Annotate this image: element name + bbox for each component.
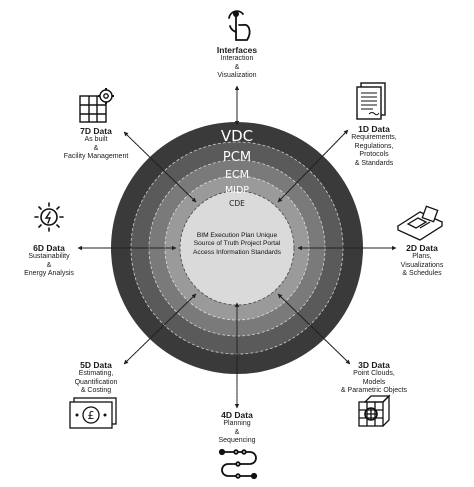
cube-icon [358,394,391,427]
node-line: & [93,144,99,152]
node-3d: 3D Data Point Clouds, Models & Parametri… [328,360,420,396]
node-6d: 6D Data Sustainability & Energy Analysis [4,243,94,279]
node-line: Sequencing [218,437,256,444]
node-title: 4D Data [221,410,253,420]
sun-energy-icon [34,202,64,232]
node-7d: 7D Data As built & Facility Management [54,126,138,162]
ring-label-ecm: ECM [225,168,249,181]
node-line: Quantification [74,378,118,386]
node-5d: 5D Data Estimating, Quantification & Cos… [56,360,136,396]
node-title: 6D Data [33,243,65,253]
node-line: & [46,261,52,269]
node-line: & Parametric Objects [340,387,408,394]
node-title: 5D Data [80,360,112,370]
blueprint-icon [396,205,444,241]
center-line: BIM Execution Plan [196,232,255,239]
node-line: & [234,63,240,71]
node-line: Plans, [412,253,432,260]
center-info: BIM Execution Plan Unique Source of Trut… [187,232,287,257]
pound-note-icon: £ [69,397,117,429]
ring-label-pcm: PCM [223,150,251,165]
node-line: As built [84,136,108,143]
touch-hand-icon [228,10,251,41]
node-line: Interaction [220,55,254,62]
node-line: Sustainability [28,253,70,260]
node-interfaces: Interfaces Interaction & Visualization [197,45,277,81]
svg-text:£: £ [88,409,95,422]
node-line: Facility Management [63,153,129,160]
node-line: Protocols [359,151,389,158]
building-gear-icon [79,88,114,123]
node-line: & [234,428,240,436]
arrow-3d-in [277,293,349,363]
node-line: Point Clouds, [353,370,395,377]
node-title: 3D Data [358,360,390,370]
node-1d: 1D Data Requirements, Regulations, Proto… [332,124,416,168]
node-title: 2D Data [406,243,438,253]
node-line: & Standards [354,159,394,167]
ring-label-cde: CDE [229,199,245,208]
ring-label-vdc: VDC [221,127,253,145]
node-line: Energy Analysis [24,270,74,277]
arrow-7d-in [125,133,197,203]
node-2d: 2D Data Plans, Visualizations & Schedule… [384,243,460,279]
node-line: Visualizations [400,261,444,269]
timeline-icon [218,448,258,480]
arrow-1d-in [277,131,347,203]
connectors [77,85,397,409]
ring-cde [179,190,295,306]
node-title: 7D Data [80,126,112,136]
node-line: & Costing [80,387,112,394]
node-4d: 4D Data Planning & Sequencing [197,410,277,446]
node-line: Models [362,378,386,386]
center-line: Information Standards [216,248,281,256]
center-line: Unique Source of Truth [193,232,278,248]
node-line: & Schedules [402,270,442,277]
node-title: Interfaces [216,45,258,55]
arrow-5d-in [125,293,197,363]
center-line: Project Portal Access [193,240,281,256]
node-line: Visualization [217,72,257,79]
node-line: Requirements, [351,134,397,141]
ring-label-midp: MIDP [225,185,249,196]
document-icon [356,82,386,120]
node-line: Planning [223,420,251,427]
node-line: Regulations, [354,142,394,150]
node-title: 1D Data [358,124,390,134]
node-line: Estimating, [78,370,114,377]
